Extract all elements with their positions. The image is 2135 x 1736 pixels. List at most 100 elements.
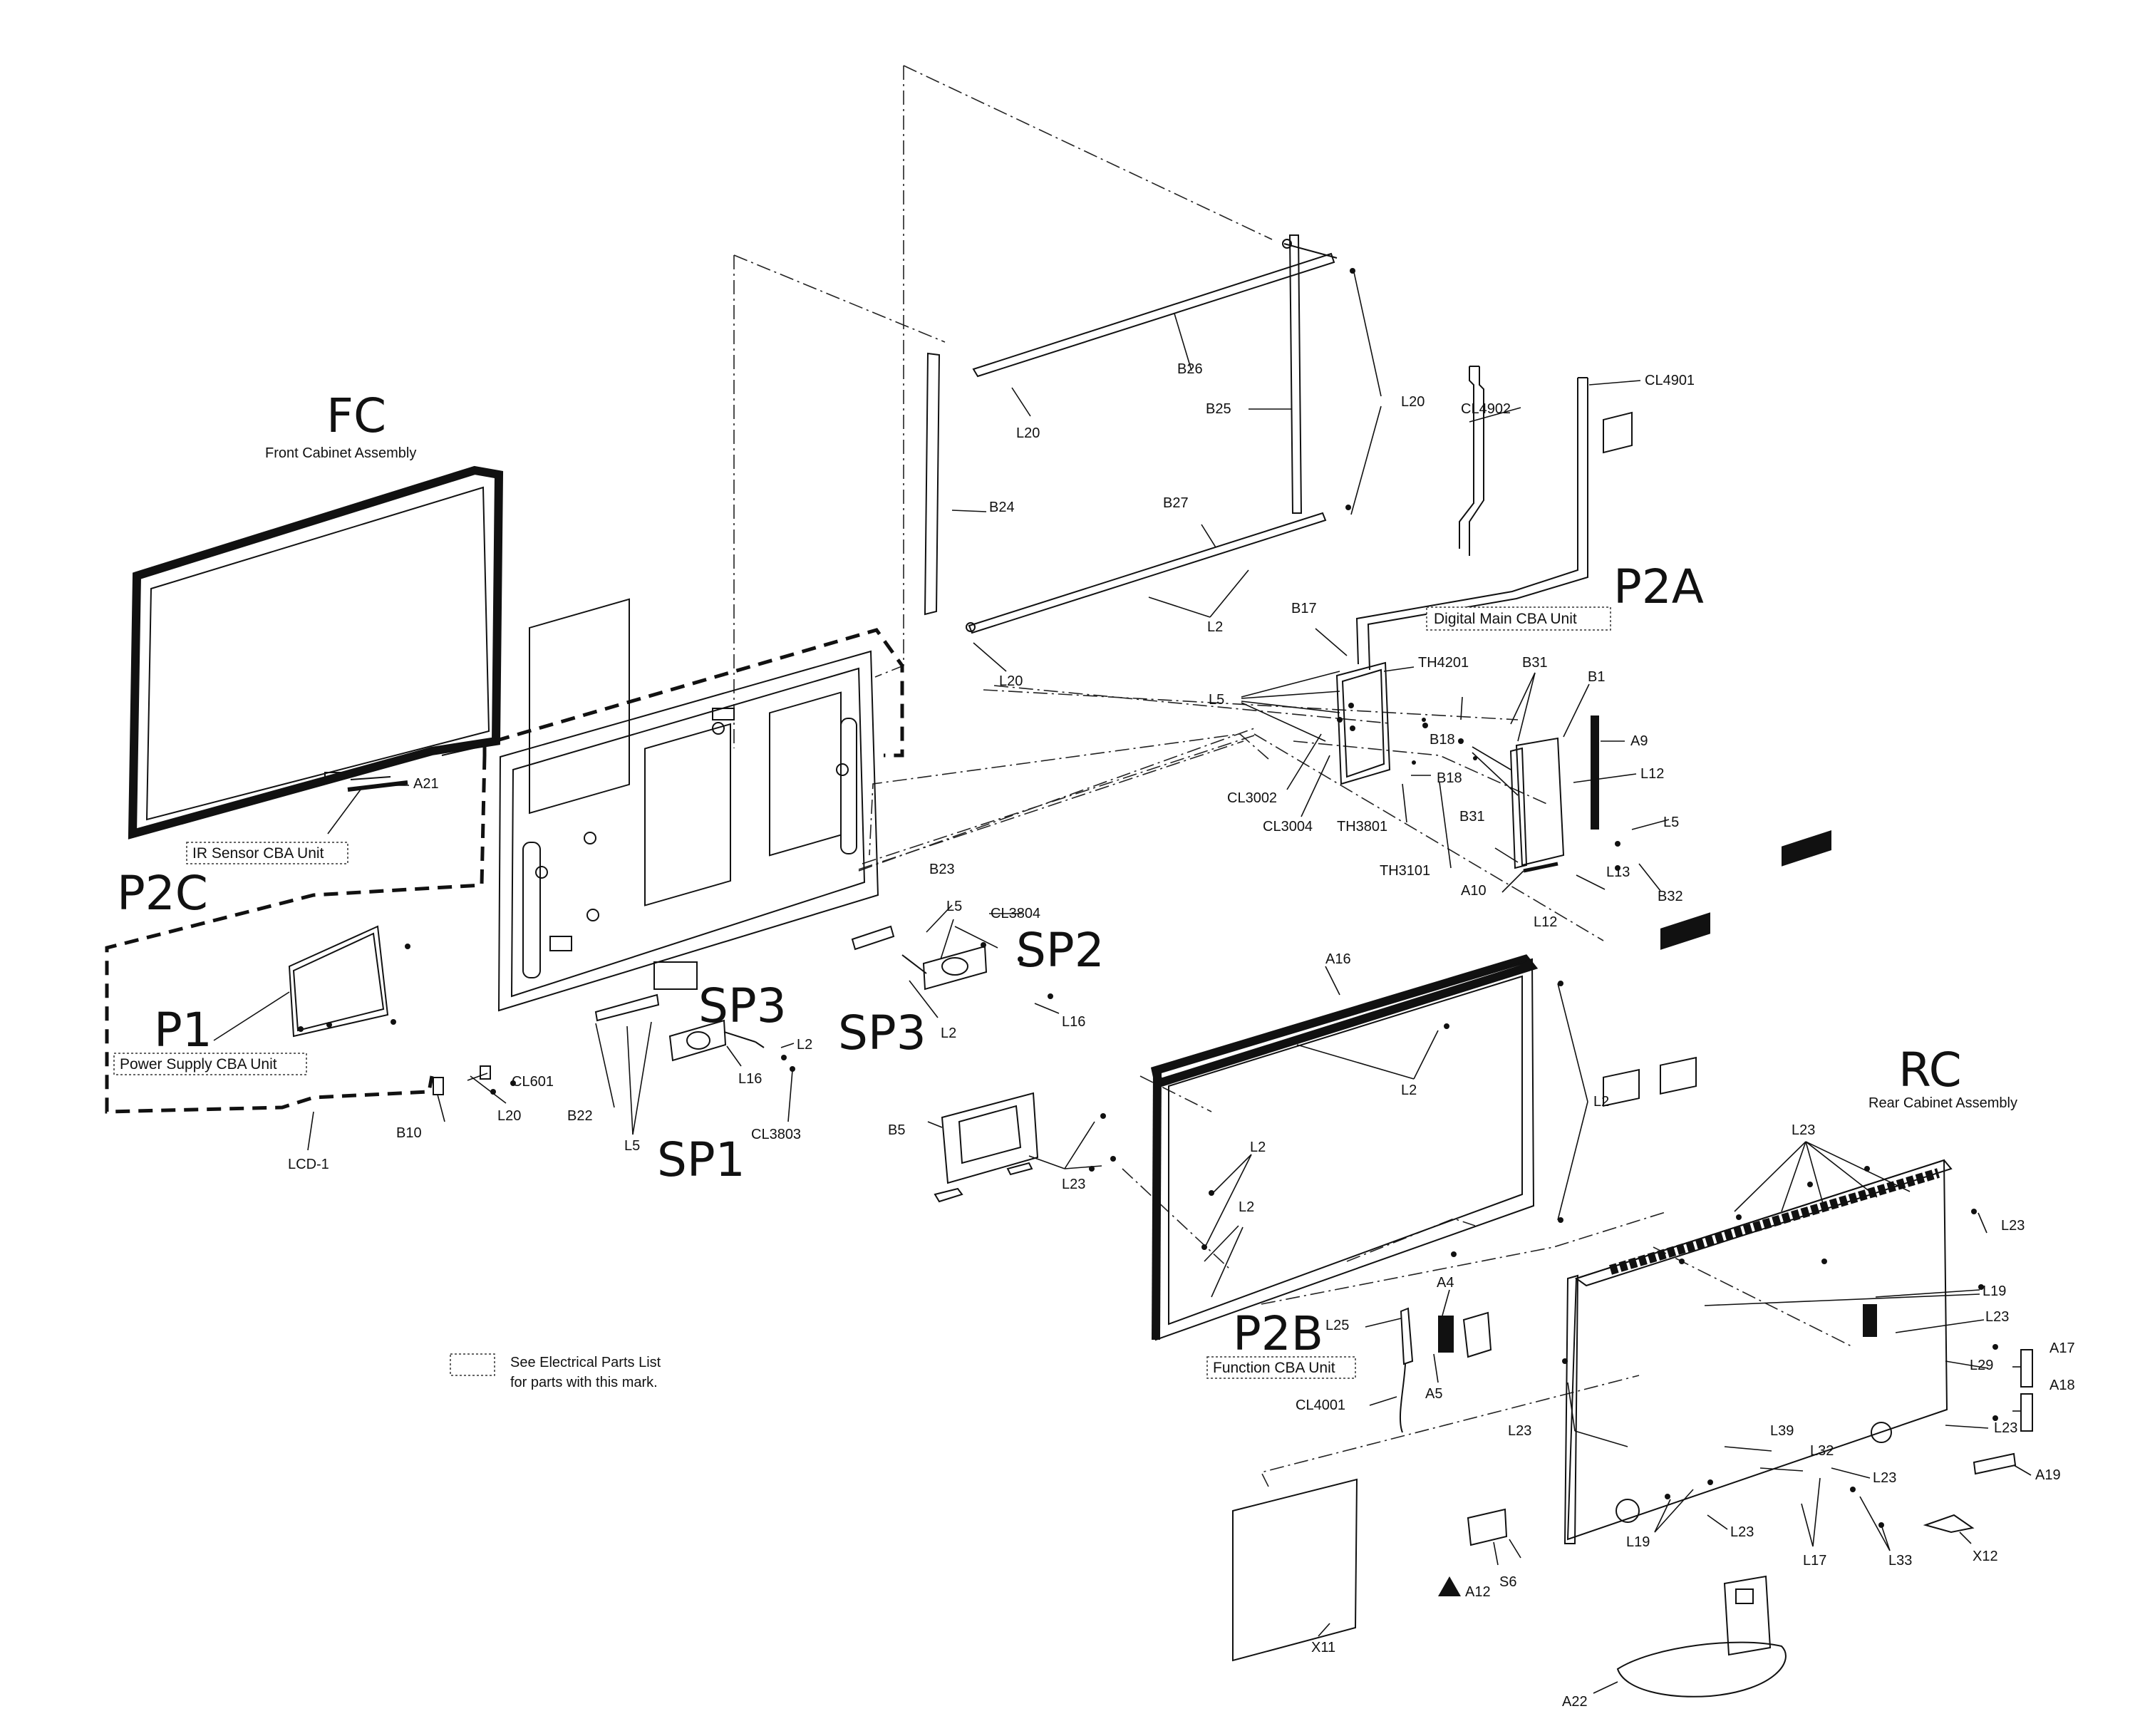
- label-l20-frame-bottom: L20: [999, 673, 1023, 689]
- label-l25: L25: [1325, 1318, 1349, 1333]
- front-cabinet: [128, 465, 504, 839]
- label-a17: A17: [2049, 1340, 2075, 1356]
- function-board: [1399, 1307, 1492, 1433]
- rear-cabinet: [1563, 830, 1953, 1544]
- label-l2-a16-top: L2: [1401, 1083, 1417, 1098]
- function-box: [1206, 1356, 1356, 1379]
- boxed-labels: Digital Main CBA Unit IR Sensor CBA Unit…: [113, 606, 1611, 1379]
- label-l5-sp1: L5: [624, 1138, 640, 1154]
- label-l19-bottom: L19: [1626, 1534, 1650, 1550]
- label-cl3002: CL3002: [1227, 790, 1277, 806]
- assembly-names: Front Cabinet Assembly Rear Cabinet Asse…: [265, 445, 2017, 1111]
- rc-name: Rear Cabinet Assembly: [1868, 1095, 2017, 1111]
- label-l23-b5: L23: [1062, 1177, 1085, 1192]
- a12-label: [1467, 1508, 1508, 1546]
- label-l20-b10: L20: [497, 1108, 521, 1124]
- label-l12-right: L12: [1640, 766, 1664, 782]
- label-l2-frame: L2: [1207, 619, 1223, 635]
- label-l5-main: L5: [1209, 692, 1224, 708]
- label-l23-rc-right: L23: [2001, 1218, 2025, 1234]
- stand-bracket: [934, 1092, 1116, 1203]
- label-l20-top-mid: L20: [1016, 425, 1040, 441]
- label-b17: B17: [1291, 601, 1317, 616]
- label-l32: L32: [1810, 1443, 1834, 1459]
- function-label: Function CBA Unit: [1213, 1360, 1335, 1376]
- p2a-code: P2A: [1613, 559, 1704, 614]
- label-a10: A10: [1461, 883, 1487, 899]
- power-supply-board: [288, 925, 410, 1038]
- label-l2-a16-low: L2: [1239, 1199, 1254, 1215]
- label-a19: A19: [2035, 1467, 2061, 1483]
- label-cl3803: CL3803: [751, 1127, 801, 1142]
- fc-code: FC: [326, 388, 386, 443]
- assembly-codes: FC RC P2A P2B P2C P1 SP1 SP2 SP3 SP3: [117, 388, 1962, 1361]
- label-l2-a16-right: L2: [1593, 1094, 1609, 1110]
- label-l23-bottom: L23: [1730, 1524, 1754, 1540]
- label-x12: X12: [1973, 1549, 1998, 1564]
- p2c-code: P2C: [117, 866, 208, 921]
- label-l23-left: L23: [1508, 1423, 1531, 1439]
- digital-main-box: [1426, 606, 1611, 631]
- label-th3801: TH3801: [1337, 819, 1387, 835]
- label-b1: B1: [1588, 669, 1605, 685]
- legend-line-1: See Electrical Parts List: [510, 1355, 661, 1370]
- legend: See Electrical Parts List for parts with…: [510, 1355, 661, 1390]
- digital-main-label: Digital Main CBA Unit: [1434, 611, 1577, 627]
- guide-lines: [733, 65, 1854, 1487]
- label-a21: A21: [413, 776, 439, 792]
- label-a9: A9: [1630, 733, 1648, 749]
- digital-main-board: [1335, 411, 1633, 873]
- label-l23-rc-top: L23: [1792, 1122, 1815, 1138]
- label-l23-inner: L23: [1873, 1470, 1896, 1486]
- power-supply-box: [113, 1053, 307, 1075]
- sp2-code: SP2: [1016, 923, 1105, 978]
- label-b18-a: B18: [1430, 732, 1455, 748]
- lcd-group-outline: [105, 628, 904, 1114]
- ir-sensor-label: IR Sensor CBA Unit: [192, 845, 324, 862]
- label-cl601: CL601: [512, 1074, 554, 1090]
- label-l12-bottom: L12: [1534, 914, 1557, 930]
- label-a22: A22: [1562, 1694, 1588, 1710]
- power-supply-label: Power Supply CBA Unit: [120, 1056, 277, 1073]
- stand-base: [1616, 1575, 1787, 1698]
- label-th3101: TH3101: [1380, 863, 1430, 879]
- label-l2-sp1: L2: [797, 1037, 812, 1053]
- label-a16: A16: [1325, 951, 1351, 967]
- p2b-code: P2B: [1233, 1306, 1323, 1361]
- mid-frame: [1150, 954, 1563, 1341]
- label-b31-top: B31: [1522, 655, 1548, 671]
- label-l16-sp1: L16: [738, 1071, 762, 1087]
- label-a4: A4: [1437, 1275, 1454, 1291]
- label-cl4901: CL4901: [1645, 373, 1695, 388]
- label-l16-sp2: L16: [1062, 1014, 1085, 1030]
- fc-name: Front Cabinet Assembly: [265, 445, 416, 461]
- label-a5: A5: [1425, 1386, 1442, 1402]
- label-a18: A18: [2049, 1378, 2075, 1393]
- b10-clamp: [433, 1065, 491, 1095]
- backlight-frame: [924, 234, 1355, 634]
- sp1-code: SP1: [657, 1132, 745, 1187]
- manual-sheet: [1232, 1478, 1358, 1662]
- label-l2-sp2: L2: [941, 1025, 956, 1041]
- label-b5: B5: [888, 1122, 905, 1138]
- label-lcd1: LCD-1: [288, 1157, 329, 1172]
- ir-sensor-board: [347, 780, 408, 792]
- label-l20-top-right: L20: [1401, 394, 1425, 410]
- label-th4201: TH4201: [1418, 655, 1469, 671]
- label-b23: B23: [929, 862, 955, 877]
- label-l39: L39: [1770, 1423, 1794, 1439]
- small-parts: [1923, 1349, 2033, 1534]
- sp3-code-a: SP3: [698, 978, 787, 1033]
- leader-lines: [213, 272, 2032, 1694]
- label-b26: B26: [1177, 361, 1203, 377]
- label-l17: L17: [1803, 1553, 1826, 1569]
- screw-dots: [490, 703, 1998, 1528]
- label-b10: B10: [396, 1125, 422, 1141]
- label-l33: L33: [1888, 1553, 1912, 1569]
- label-l23-mid: L23: [1985, 1309, 2009, 1325]
- lcd-panel: [497, 598, 879, 1012]
- part-labels: B26 B25 L20 L20 B24 B27 L2 L20 CL4902 CL…: [288, 361, 2075, 1710]
- ir-sensor-box: [186, 842, 348, 864]
- label-cl3804: CL3804: [991, 906, 1040, 921]
